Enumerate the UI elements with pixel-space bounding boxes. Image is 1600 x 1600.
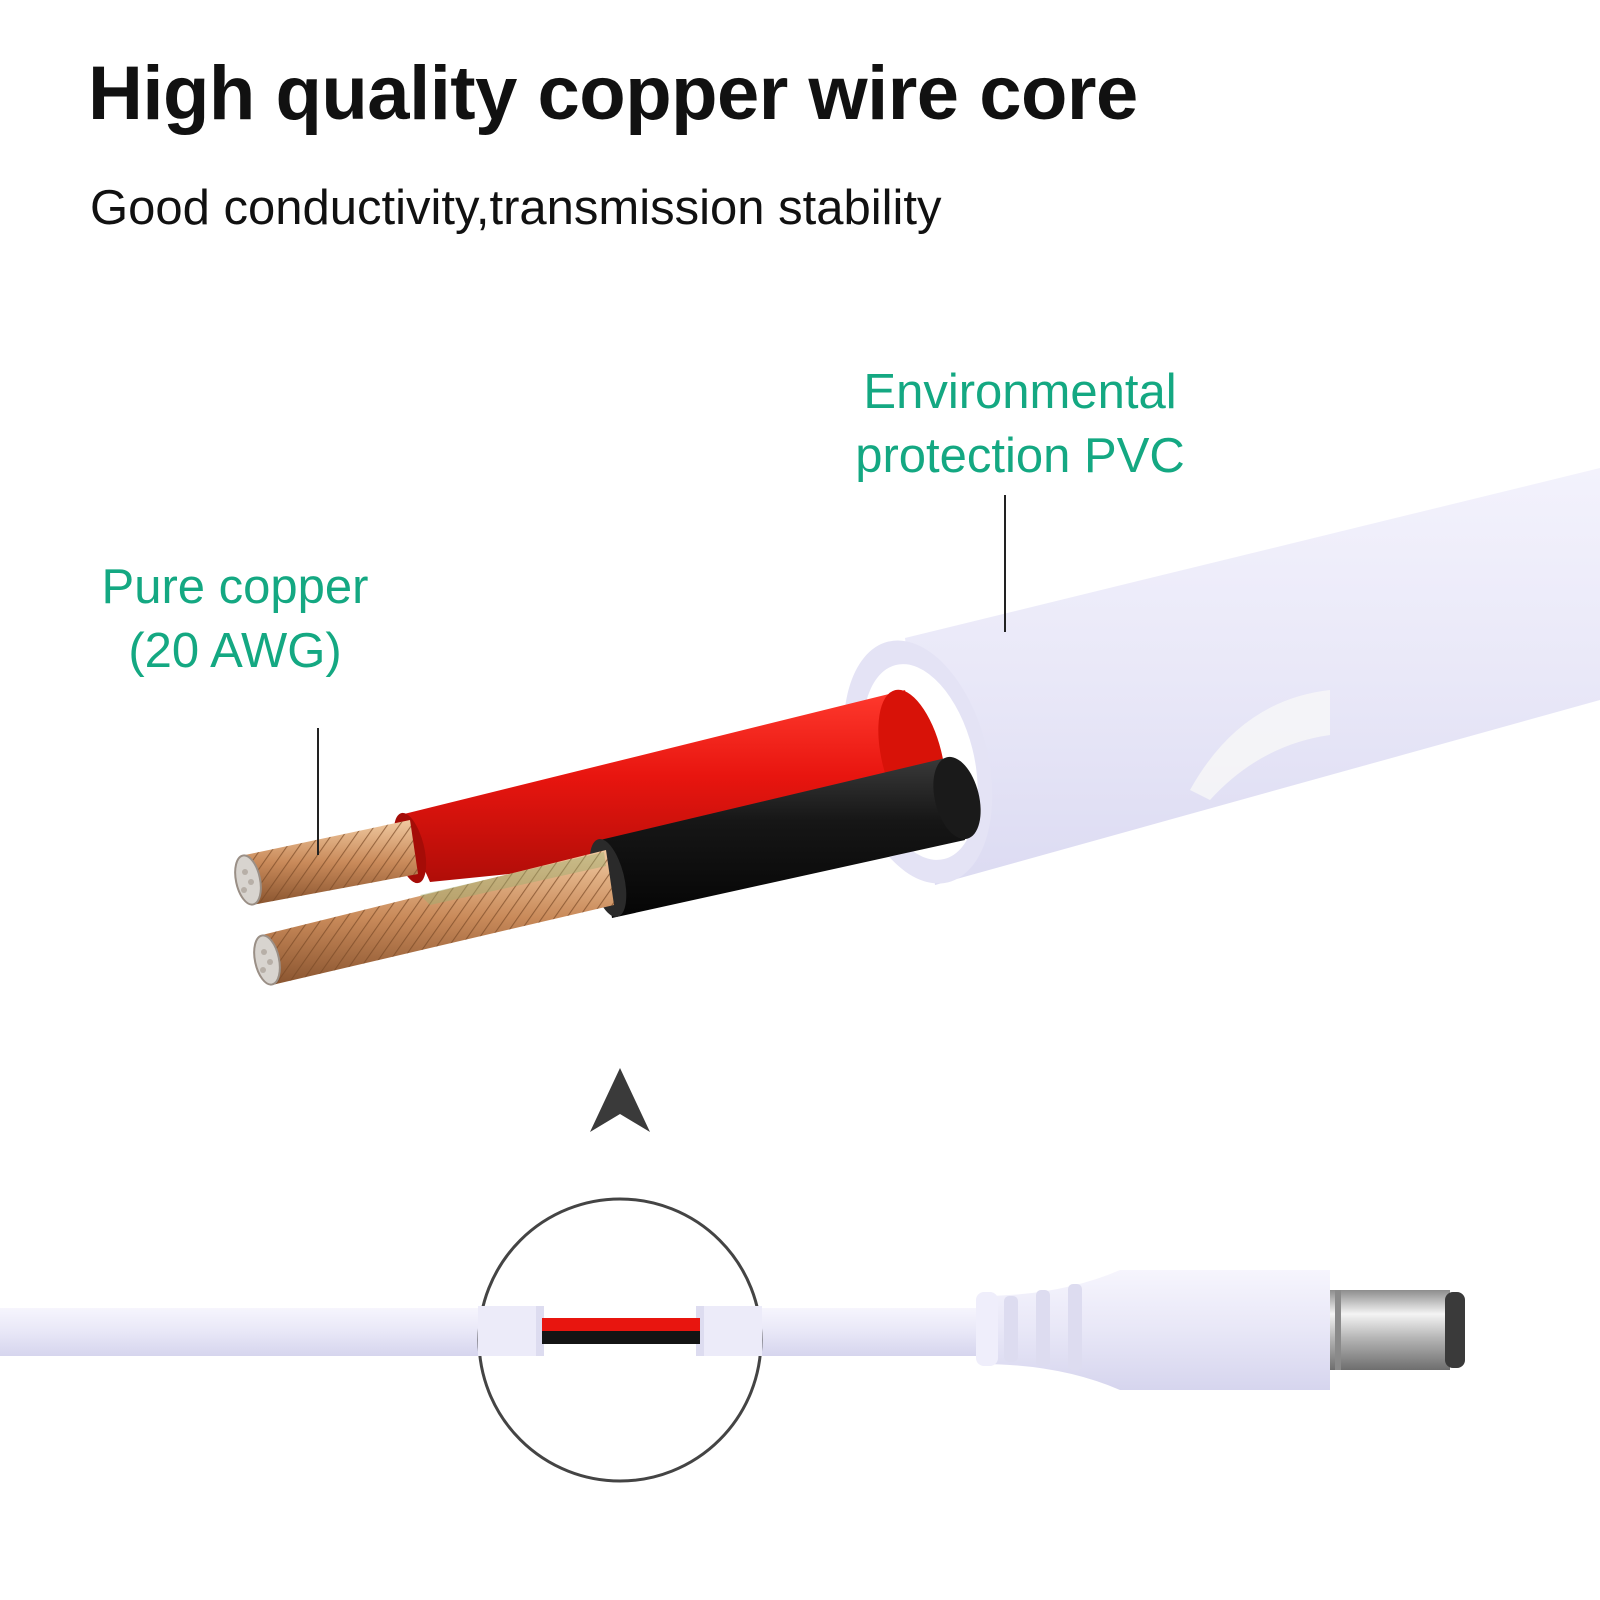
pvc-callout-line1: Environmental — [863, 365, 1177, 419]
page-title: High quality copper wire core — [88, 51, 1138, 136]
copper-callout-line1: Pure copper — [101, 560, 369, 614]
copper-callout-line2: (20 AWG) — [128, 624, 342, 678]
copper-core-red — [234, 820, 418, 906]
page-subtitle: Good conductivity,transmission stability — [90, 181, 942, 235]
pvc-callout: Environmental protection PVC — [820, 360, 1220, 488]
copper-core-black — [253, 850, 614, 986]
magnifier-circle-icon — [477, 1197, 763, 1483]
pvc-callout-line2: protection PVC — [855, 429, 1185, 483]
copper-callout: Pure copper (20 AWG) — [70, 555, 400, 683]
up-triangle-arrow-icon — [590, 1068, 650, 1132]
dc-plug-connector — [976, 1270, 1465, 1390]
